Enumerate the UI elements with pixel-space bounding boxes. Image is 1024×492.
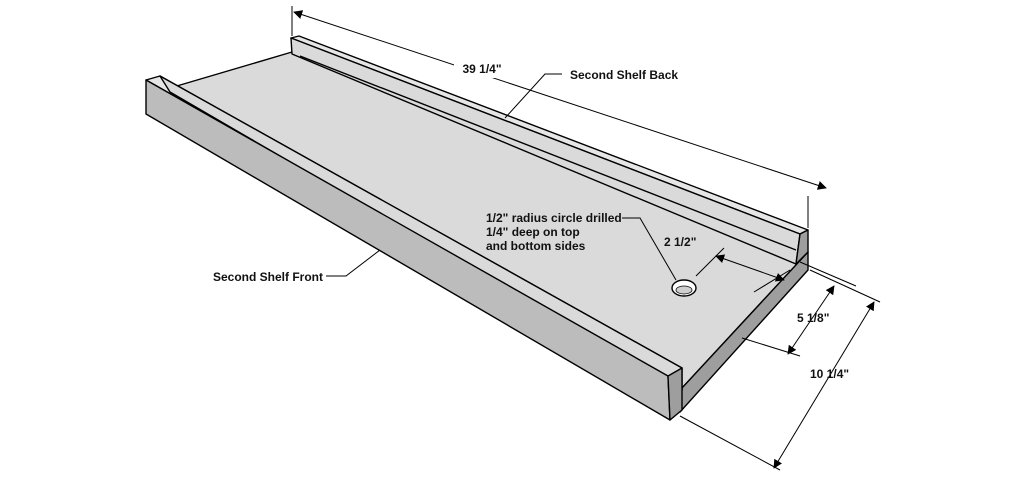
front-rail	[145, 75, 683, 421]
length-label-bg	[454, 60, 510, 78]
drilled-hole-inner	[675, 285, 693, 295]
depth-dimension: 10 1/4"	[679, 269, 881, 471]
front-label: Second Shelf Front	[213, 270, 323, 284]
front-leader: Second Shelf Front	[213, 249, 381, 284]
length-dimension: 39 1/4"	[291, 6, 827, 228]
back-leader: Second Shelf Back	[504, 68, 678, 119]
depth-label: 10 1/4"	[810, 367, 849, 381]
hole-offset-label: 2 1/2"	[664, 235, 696, 249]
back-label: Second Shelf Back	[570, 68, 678, 82]
back-rail-end-face	[795, 229, 809, 265]
half-depth-label: 5 1/8"	[797, 311, 829, 325]
length-label: 39 1/4"	[462, 62, 501, 76]
hole-note-line-2: 1/4" deep on top	[486, 225, 580, 239]
hole-note-line-3: and bottom sides	[486, 239, 586, 253]
hole-note-line-1: 1/2" radius circle drilled	[486, 211, 622, 225]
hole-note: 1/2" radius circle drilled 1/4" deep on …	[486, 211, 677, 281]
front-rail-end-face	[667, 367, 683, 421]
hole-offset-dimension: 2 1/2"	[664, 235, 791, 293]
